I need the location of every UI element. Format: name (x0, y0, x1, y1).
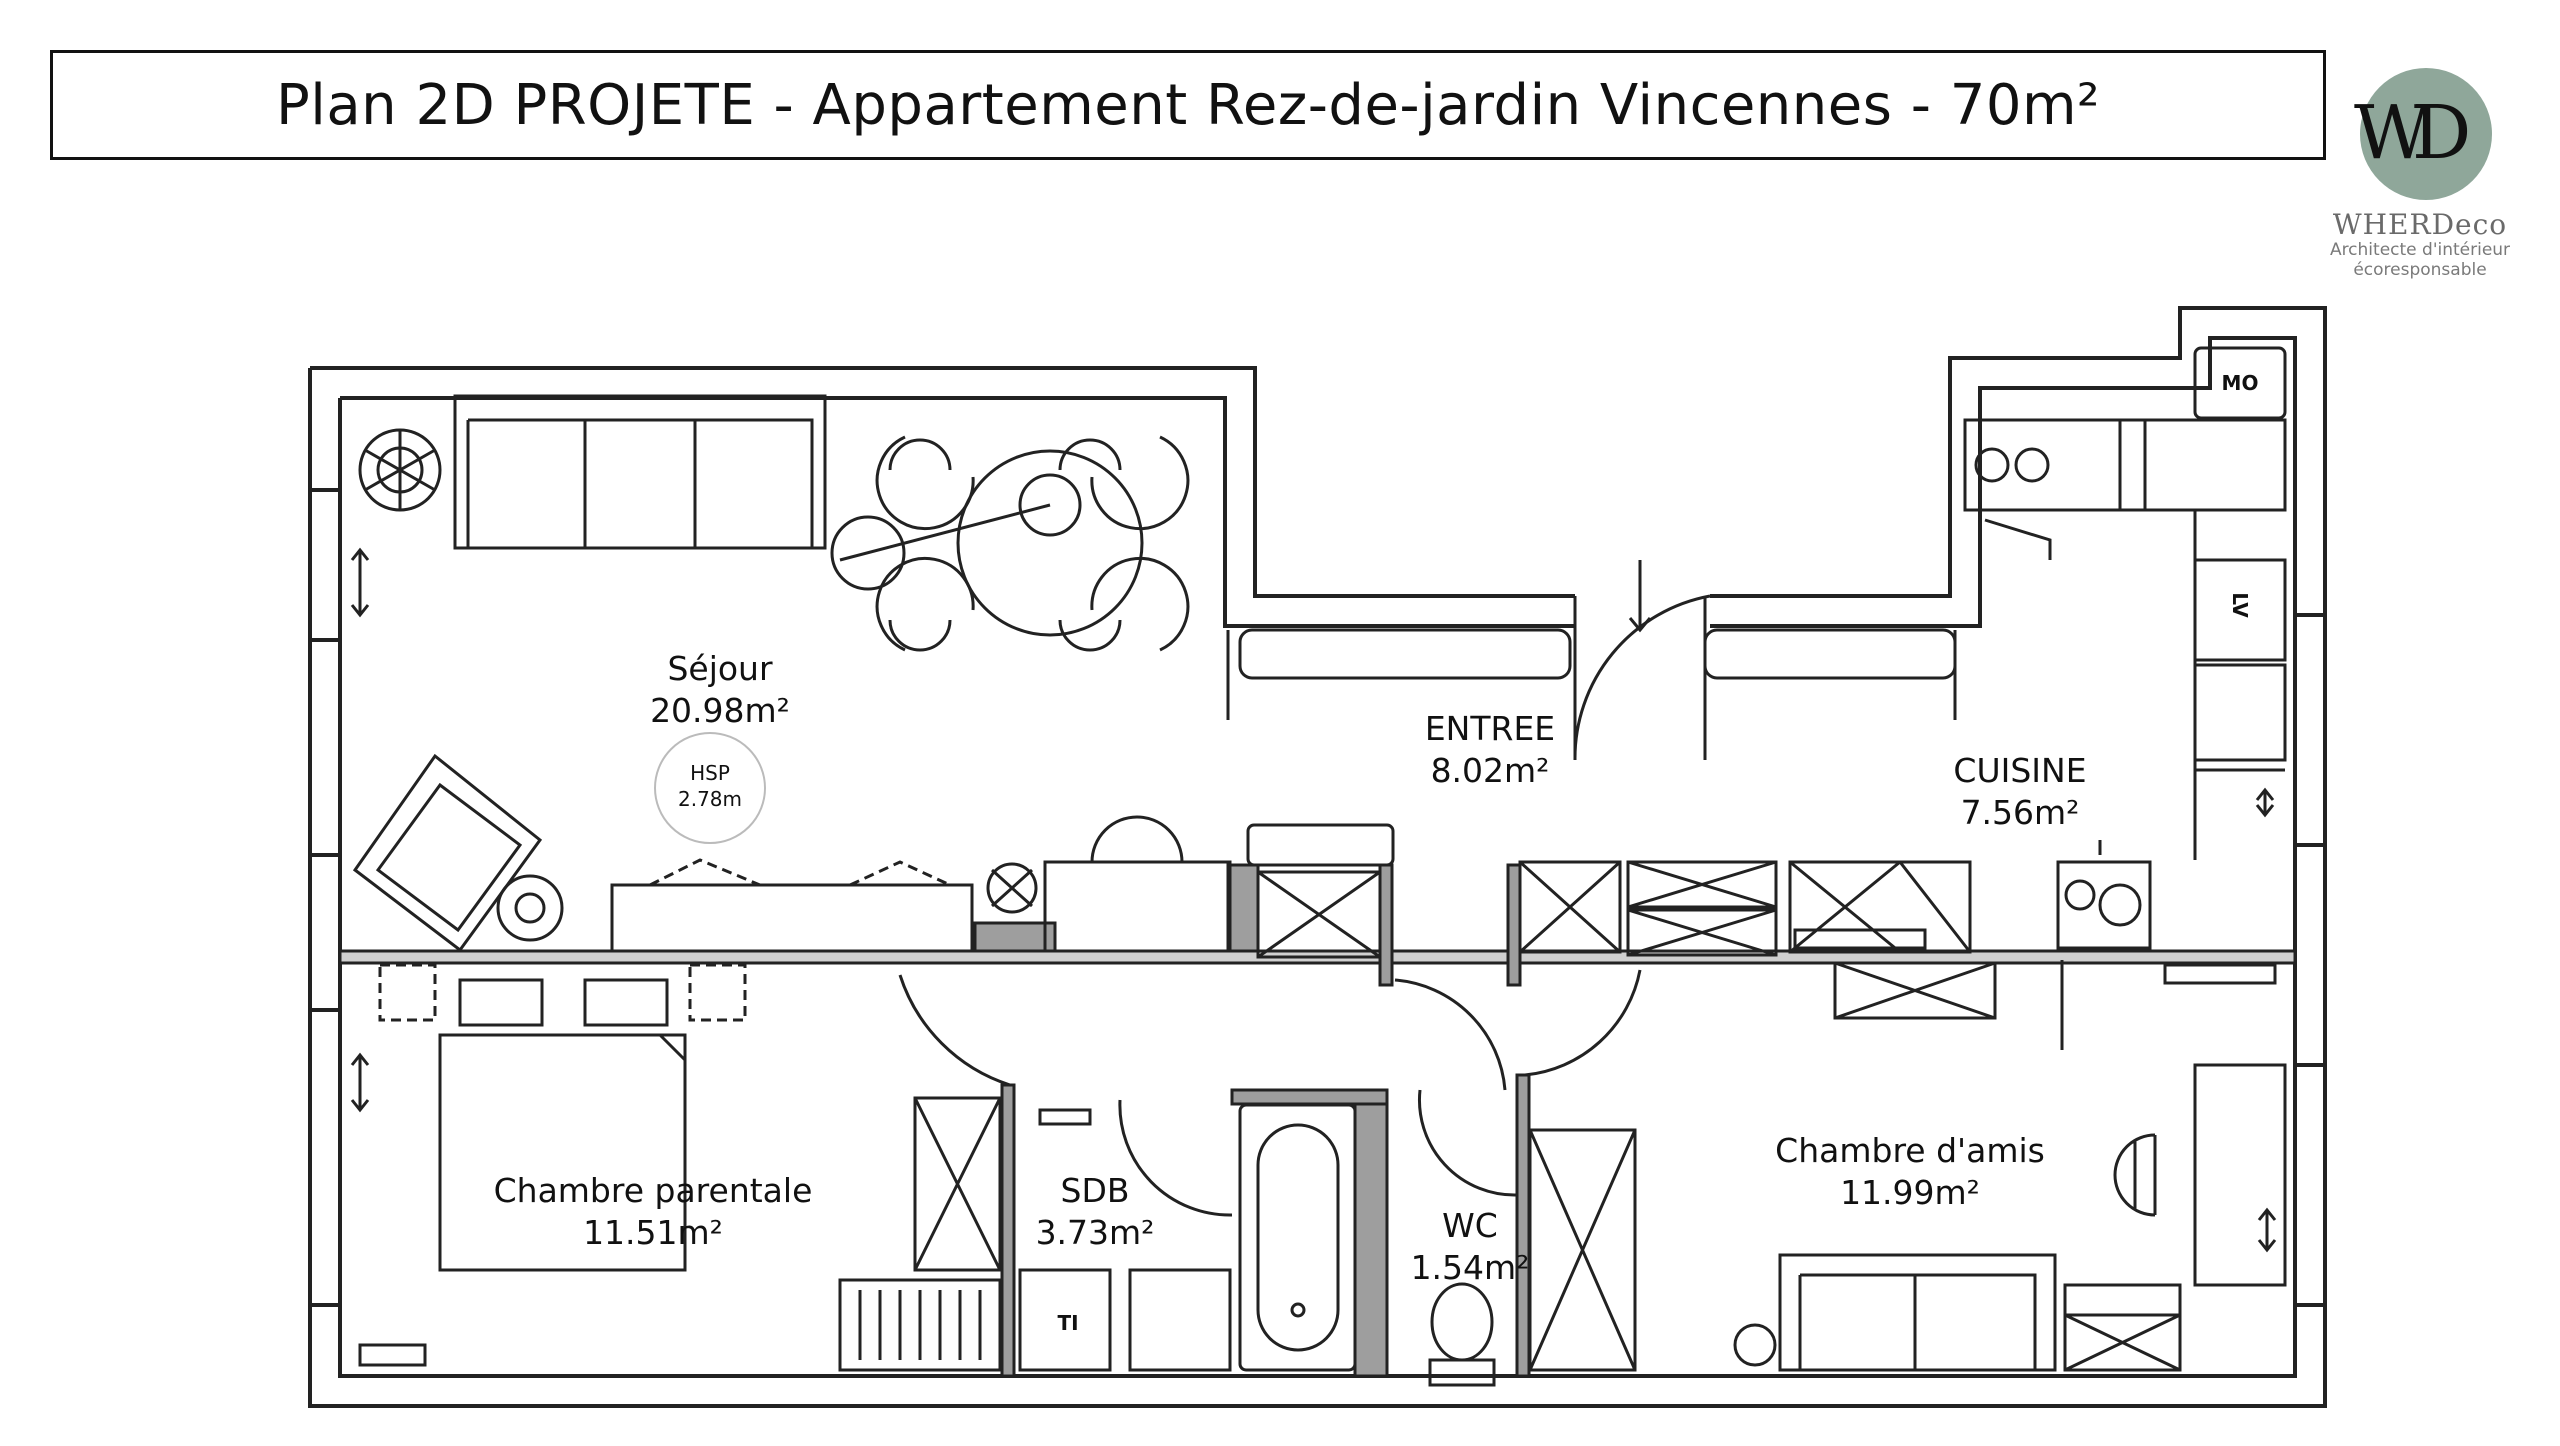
bedroom-doors (898, 969, 1642, 1217)
logo-tagline: Architecte d'intérieur écoresponsable (2310, 240, 2530, 280)
brand-logo: WD WHERDeco Architecte d'intérieur écore… (2320, 60, 2520, 290)
kitchen-fixtures (1793, 346, 2287, 950)
parental-bed (358, 963, 747, 1367)
page-title: Plan 2D PROJETE - Appartement Rez-de-jar… (276, 72, 2100, 138)
hsp-value: 2.78m (678, 787, 742, 811)
room-area-chambre-parentale: 11.51m² (583, 1213, 723, 1252)
wardrobes (838, 1096, 1637, 1372)
armchair (352, 753, 564, 953)
dishwasher-label: LV (2228, 592, 2252, 618)
microwave-label: MO (2222, 371, 2259, 395)
wc-fixtures (1428, 1282, 1496, 1387)
kitchen-radiator (1833, 960, 2277, 1050)
guest-room-furniture (1733, 1063, 2287, 1372)
logo-tagline-line1: Architecte d'intérieur (2329, 240, 2511, 260)
hsp-label: HSP (690, 761, 730, 785)
living-sofa (453, 394, 827, 550)
plant-icon (358, 428, 442, 512)
room-area-sdb: 3.73m² (1036, 1213, 1155, 1252)
central-wall (338, 863, 2297, 987)
room-name-entree: ENTREE (1425, 709, 1555, 748)
room-name-chambre-parentale: Chambre parentale (494, 1171, 813, 1210)
room-name-sejour: Séjour (667, 649, 773, 688)
room-area-chambre-amis: 11.99m² (1840, 1173, 1980, 1212)
outer-walls (308, 306, 2327, 1408)
entry-desk (1043, 815, 1395, 953)
window-arrows-left (350, 547, 370, 1113)
dining-table (830, 435, 1190, 652)
interior-walls (1000, 1073, 1531, 1378)
title-box: Plan 2D PROJETE - Appartement Rez-de-jar… (50, 50, 2326, 160)
room-name-wc: WC (1442, 1206, 1498, 1245)
room-area-entree: 8.02m² (1431, 751, 1550, 790)
front-door (1573, 560, 1711, 761)
room-area-wc: 1.54m² (1411, 1248, 1530, 1287)
logo-circle (2360, 68, 2492, 200)
room-name-cuisine: CUISINE (1953, 751, 2086, 790)
entry-radiators (1226, 628, 1957, 720)
fridge-label: TI (1057, 1311, 1078, 1335)
room-area-cuisine: 7.56m² (1961, 793, 2080, 832)
room-name-chambre-amis: Chambre d'amis (1775, 1131, 2045, 1170)
logo-monogram: WD (2354, 90, 2471, 176)
room-labels: Séjour 20.98m² ENTREE 8.02m² CUISINE 7.5… (494, 371, 2259, 1335)
room-area-sejour: 20.98m² (650, 691, 790, 730)
room-name-sdb: SDB (1061, 1171, 1130, 1210)
sideboard (610, 858, 974, 953)
logo-brand-name: WHERDeco (2332, 208, 2508, 241)
entry-closets (1256, 860, 1972, 959)
small-plant-icon (986, 862, 1038, 914)
logo-tagline-line2: écoresponsable (2353, 260, 2487, 280)
bathroom-fixtures (1018, 1103, 1357, 1372)
hsp-marker (654, 732, 766, 844)
